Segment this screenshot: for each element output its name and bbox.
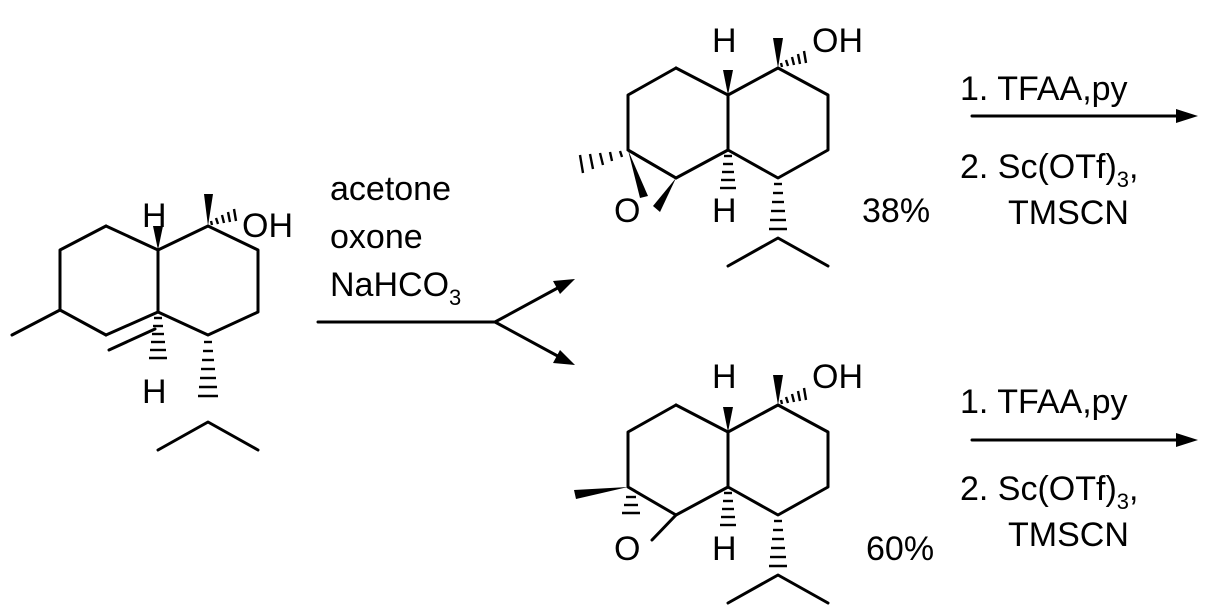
- reagent-acetone: acetone: [330, 170, 451, 208]
- atom-h-label: H: [712, 192, 737, 230]
- sc-subscript: 3: [1117, 489, 1129, 514]
- sc-subscript: 3: [1117, 167, 1129, 192]
- step-bottom-line1: 1. TFAA,py: [960, 383, 1128, 421]
- reagent-nahco3: NaHCO3: [330, 266, 461, 310]
- step-bottom-line3: TMSCN: [1008, 516, 1129, 554]
- atom-h-label: H: [142, 373, 167, 411]
- yield-top: 38%: [862, 192, 930, 230]
- arrow-head-up: [553, 279, 575, 294]
- reagent-oxone: oxone: [330, 218, 423, 256]
- atom-o-label: O: [614, 530, 640, 568]
- step-bottom-line2: 2. Sc(OTf)3,: [960, 470, 1139, 514]
- arrow-head-down: [553, 350, 575, 365]
- step-top-line2: 2. Sc(OTf)3,: [960, 148, 1139, 192]
- sc-main: 2. Sc(OTf): [960, 148, 1117, 186]
- starting-material: H OH H: [10, 194, 293, 452]
- nahco3-subscript: 3: [449, 285, 461, 310]
- step-top-line1: 1. TFAA,py: [960, 70, 1128, 108]
- step-conditions-top: 1. TFAA,py 2. Sc(OTf)3, TMSCN: [960, 70, 1198, 232]
- nahco3-main: NaHCO: [330, 266, 449, 304]
- product-epoxide-bottom: H OH O H 60%: [574, 358, 934, 605]
- atom-oh-label: OH: [812, 358, 863, 396]
- arrow-head-bottom: [1176, 433, 1198, 447]
- split-reaction-arrow: [316, 282, 567, 362]
- arrow-head-top: [1176, 109, 1198, 123]
- atom-oh-label: OH: [242, 207, 293, 245]
- epoxidation-conditions: acetone oxone NaHCO3: [316, 170, 575, 365]
- sc-tail: ,: [1129, 148, 1138, 186]
- step-top-line3: TMSCN: [1008, 194, 1129, 232]
- atom-h-label: H: [712, 530, 737, 568]
- atom-h-label: H: [142, 197, 167, 235]
- atom-oh-label: OH: [812, 22, 863, 60]
- atom-h-label: H: [712, 22, 737, 60]
- atom-o-label: O: [614, 192, 640, 230]
- yield-bottom: 60%: [866, 530, 934, 568]
- atom-h-label: H: [712, 358, 737, 396]
- step-conditions-bottom: 1. TFAA,py 2. Sc(OTf)3, TMSCN: [960, 383, 1198, 554]
- sc-tail: ,: [1129, 470, 1138, 508]
- product-epoxide-top: H OH O H 38%: [578, 22, 930, 268]
- sc-main: 2. Sc(OTf): [960, 470, 1117, 508]
